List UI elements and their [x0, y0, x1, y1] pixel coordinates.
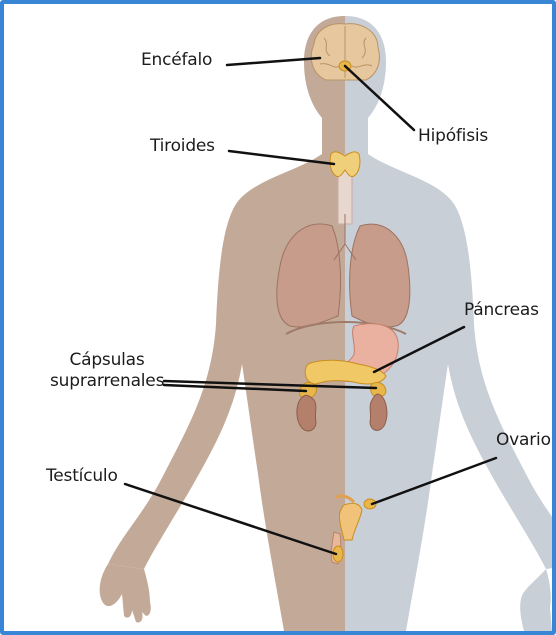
- label-hipofisis: Hipófisis: [418, 126, 488, 146]
- label-ovario: Ovario: [496, 430, 551, 450]
- label-capsulas-line1: Cápsulas: [50, 350, 164, 371]
- label-testiculo: Testículo: [46, 466, 118, 486]
- label-pancreas: Páncreas: [464, 300, 539, 320]
- brain-organ: [311, 24, 379, 80]
- label-capsulas-suprarrenales: Cápsulas suprarrenales: [50, 350, 164, 392]
- label-encefalo: Encéfalo: [141, 50, 212, 70]
- label-tiroides: Tiroides: [150, 136, 215, 156]
- label-capsulas-line2: suprarrenales: [50, 371, 164, 392]
